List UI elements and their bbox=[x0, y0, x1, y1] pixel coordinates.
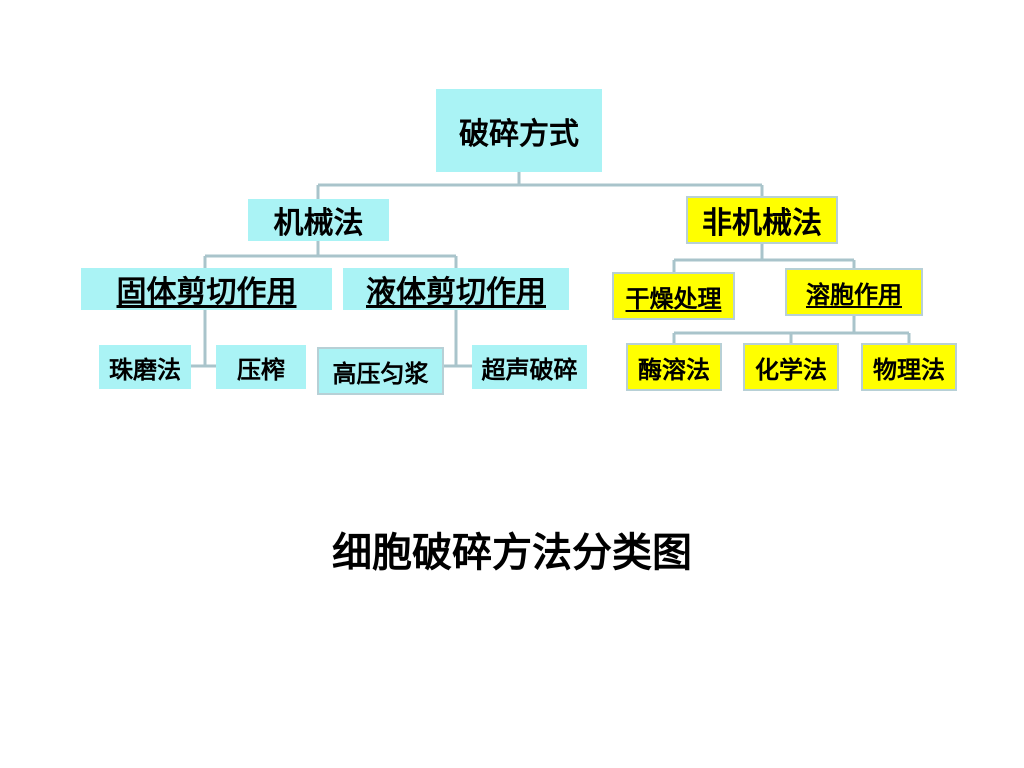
diagram-caption: 细胞破碎方法分类图 bbox=[332, 530, 692, 576]
solid-shear-node: 固体剪切作用 bbox=[81, 268, 332, 310]
drying-label: 干燥处理 bbox=[625, 284, 722, 313]
drying-node: 干燥处理 bbox=[612, 272, 735, 320]
chemical-method-label: 化学法 bbox=[755, 355, 827, 384]
ultrasonic-disruption-label: 超声破碎 bbox=[481, 355, 578, 384]
high-pressure-homogenization-node: 高压匀浆 bbox=[317, 347, 444, 395]
lysis-label: 溶胞作用 bbox=[806, 280, 902, 309]
lysis-node: 溶胞作用 bbox=[785, 268, 923, 316]
liquid-shear-node: 液体剪切作用 bbox=[343, 268, 569, 310]
root-node: 破碎方式 bbox=[436, 89, 602, 172]
physical-method-node: 物理法 bbox=[861, 343, 957, 391]
bead-mill-label: 珠磨法 bbox=[109, 355, 181, 384]
mechanical-method-node: 机械法 bbox=[248, 199, 389, 241]
physical-method-label: 物理法 bbox=[873, 355, 945, 384]
non-mechanical-method-node: 非机械法 bbox=[686, 196, 838, 244]
enzymatic-lysis-node: 酶溶法 bbox=[626, 343, 722, 391]
press-label: 压榨 bbox=[237, 355, 285, 384]
solid-shear-label: 固体剪切作用 bbox=[116, 275, 297, 310]
liquid-shear-label: 液体剪切作用 bbox=[366, 275, 546, 310]
enzymatic-lysis-label: 酶溶法 bbox=[638, 355, 710, 384]
ultrasonic-disruption-node: 超声破碎 bbox=[472, 345, 587, 389]
high-pressure-homogenization-label: 高压匀浆 bbox=[332, 359, 429, 388]
press-node: 压榨 bbox=[216, 345, 306, 389]
chemical-method-node: 化学法 bbox=[743, 343, 839, 391]
mechanical-method-label: 机械法 bbox=[273, 206, 364, 241]
root-label: 破碎方式 bbox=[459, 116, 579, 152]
bead-mill-node: 珠磨法 bbox=[99, 345, 191, 389]
non-mechanical-method-label: 非机械法 bbox=[702, 206, 822, 241]
